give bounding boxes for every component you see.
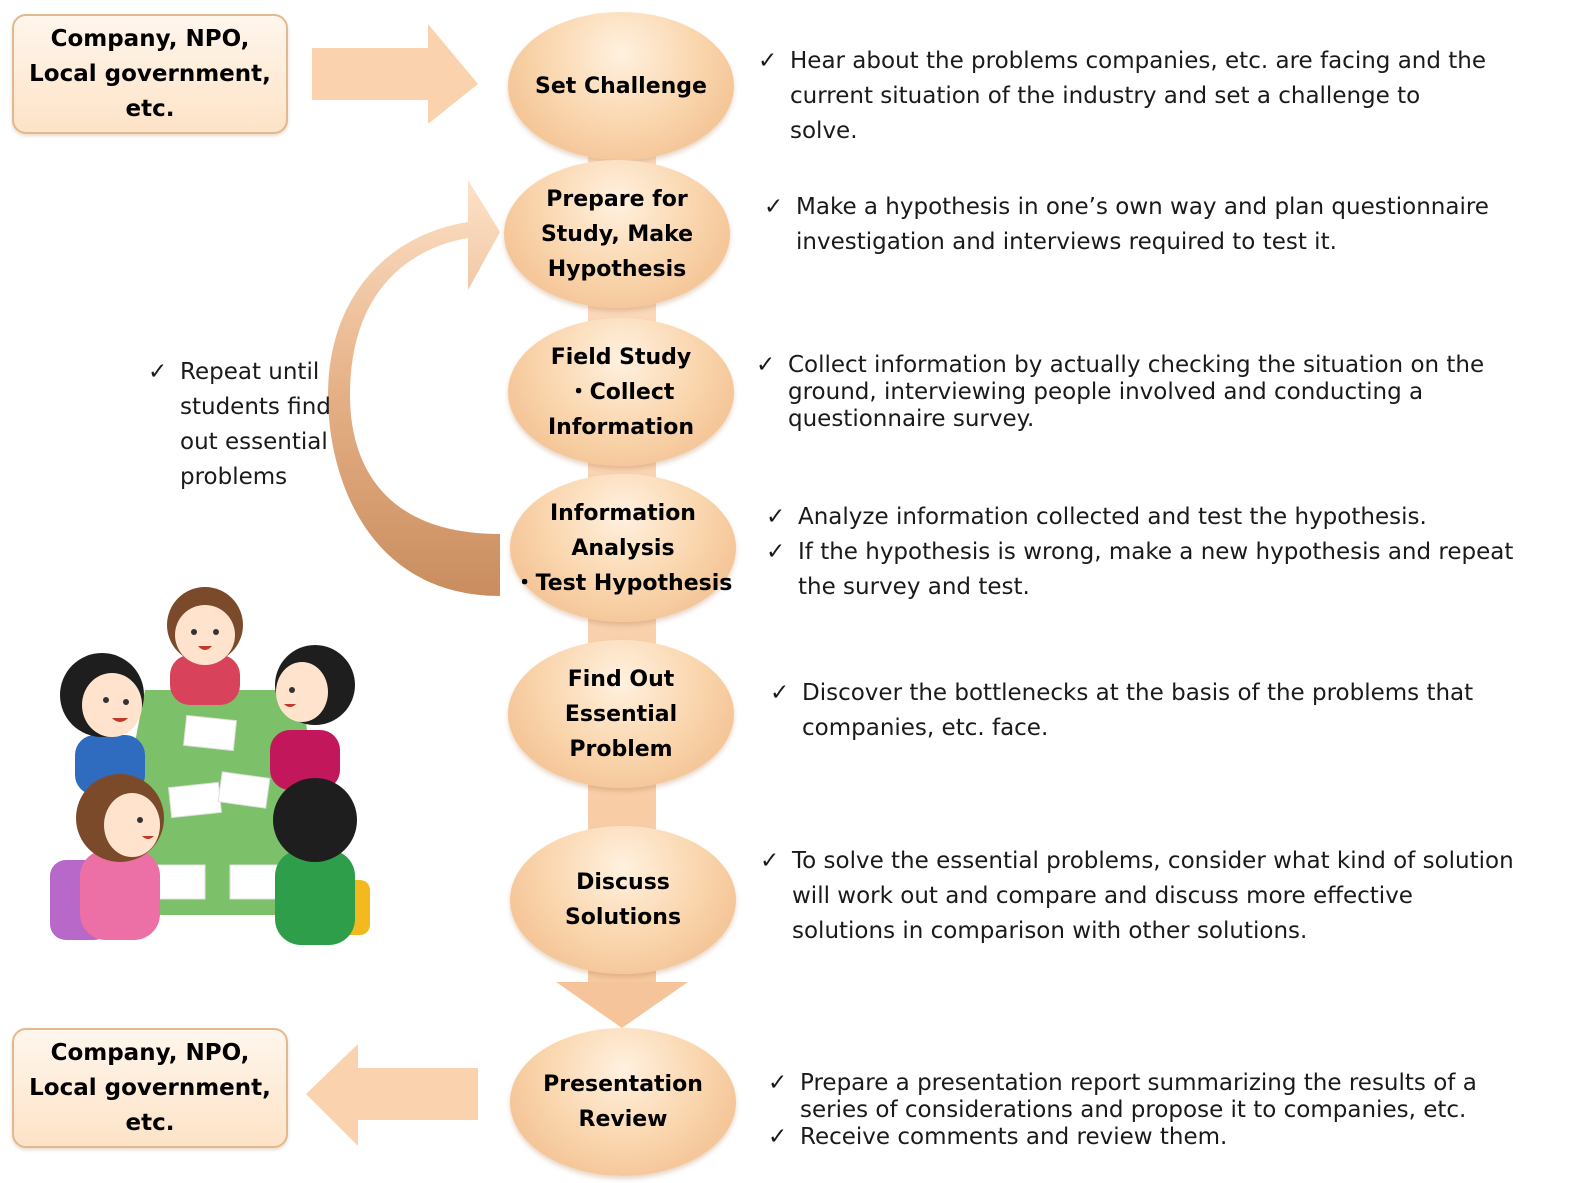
step-description: ✓ Collect information by actually checkin… <box>756 352 1484 433</box>
description-text: Repeat until <box>180 359 320 385</box>
repeat-note: ✓ Repeat until students find out essential p… <box>148 355 331 495</box>
input-arrow <box>312 24 478 124</box>
description-line: the survey and test. <box>766 570 1513 605</box>
checkmark-icon: ✓ <box>148 359 168 385</box>
description-line: ✓ Collect information by actually checkin… <box>756 352 1484 379</box>
description-line: current situation of the industry and se… <box>758 79 1486 114</box>
description-text: problems <box>180 464 288 490</box>
student-right <box>270 645 355 790</box>
description-text: series of considerations and propose it … <box>800 1097 1467 1123</box>
checkmark-icon: ✓ <box>766 504 786 530</box>
step-label: Find Out Essential Problem <box>564 666 678 762</box>
description-line: problems <box>148 460 331 495</box>
step-label: Field Study ・Collect Information <box>548 344 694 440</box>
description-text: out essential <box>180 429 328 455</box>
step-find-essential-problem: Find Out Essential Problem <box>508 640 734 788</box>
step-description: ✓ Discover the bottlenecks at the basis o… <box>770 676 1473 746</box>
description-text: students find <box>180 394 331 420</box>
description-line: ✓ Prepare a presentation report summarizi… <box>768 1070 1477 1097</box>
student-bottom-left <box>50 774 164 940</box>
step-description: ✓ Analyze information collected and test … <box>766 500 1513 605</box>
repeat-loop-arrow <box>328 180 500 596</box>
description-line: solutions in comparison with other solut… <box>760 914 1514 949</box>
students-discussion-illustration <box>50 587 370 945</box>
description-text: the survey and test. <box>798 574 1030 600</box>
step-description: ✓ Make a hypothesis in one’s own way and … <box>764 190 1489 260</box>
step-set-challenge: Set Challenge <box>508 12 734 160</box>
description-line: ✓ Make a hypothesis in one’s own way and … <box>764 190 1489 225</box>
description-text: will work out and compare and discuss mo… <box>792 883 1413 909</box>
step-label: Discuss Solutions <box>564 870 682 930</box>
step-prepare-hypothesis: Prepare for Study, Make Hypothesis <box>504 160 730 308</box>
description-line: ✓ Hear about the problems companies, etc.… <box>758 44 1486 79</box>
description-text: Collect information by actually checking… <box>788 352 1485 378</box>
description-text: Receive comments and review them. <box>800 1124 1228 1150</box>
description-text: Analyze information collected and test t… <box>798 504 1427 530</box>
step-presentation-review: Presentation Review <box>510 1028 736 1176</box>
stakeholder-bottom-label: Company, NPO, Local government, etc. <box>29 1039 271 1136</box>
output-arrow <box>306 1044 478 1146</box>
step-discuss-solutions: Discuss Solutions <box>510 826 736 974</box>
description-line: students find <box>148 390 331 425</box>
description-line: ✓ Repeat until <box>148 355 331 390</box>
step-label: Presentation Review <box>543 1072 703 1132</box>
description-line: ✓ If the hypothesis is wrong, make a new … <box>766 535 1513 570</box>
description-text: investigation and interviews required to… <box>796 229 1337 255</box>
stakeholder-box-top: Company, NPO, Local government, etc. <box>12 14 288 134</box>
description-line: ✓ Analyze information collected and test … <box>766 500 1513 535</box>
description-text: Prepare a presentation report summarizin… <box>800 1070 1477 1096</box>
down-arrow <box>556 982 688 1028</box>
description-text: Make a hypothesis in one’s own way and p… <box>796 194 1489 220</box>
checkmark-icon: ✓ <box>768 1124 788 1150</box>
checkmark-icon: ✓ <box>766 539 786 565</box>
student-left <box>60 653 145 795</box>
description-text: Discover the bottlenecks at the basis of… <box>802 680 1474 706</box>
description-line: ✓ Receive comments and review them. <box>768 1124 1477 1151</box>
description-text: questionnaire survey. <box>788 406 1035 432</box>
description-line: solve. <box>758 114 1486 149</box>
description-text: Hear about the problems companies, etc. … <box>790 48 1487 74</box>
description-line: companies, etc. face. <box>770 711 1473 746</box>
step-information-analysis: Information Analysis ・Test Hypothesis <box>510 474 736 622</box>
description-line: ground, interviewing people involved and… <box>756 379 1484 406</box>
description-line: questionnaire survey. <box>756 406 1484 433</box>
description-text: If the hypothesis is wrong, make a new h… <box>798 539 1514 565</box>
checkmark-icon: ✓ <box>770 680 790 706</box>
description-line: series of considerations and propose it … <box>768 1097 1477 1124</box>
checkmark-icon: ✓ <box>756 352 776 378</box>
checkmark-icon: ✓ <box>768 1070 788 1096</box>
checkmark-icon: ✓ <box>764 194 784 220</box>
checkmark-icon: ✓ <box>760 848 780 874</box>
step-description: ✓ To solve the essential problems, consid… <box>760 844 1514 949</box>
description-line: out essential <box>148 425 331 460</box>
stakeholder-box-bottom: Company, NPO, Local government, etc. <box>12 1028 288 1148</box>
step-description: ✓ Hear about the problems companies, etc.… <box>758 44 1486 149</box>
student-top <box>167 587 243 705</box>
stakeholder-top-label: Company, NPO, Local government, etc. <box>29 25 271 122</box>
description-text: To solve the essential problems, conside… <box>792 848 1514 874</box>
step-description: ✓ Prepare a presentation report summarizi… <box>768 1070 1477 1151</box>
description-text: companies, etc. face. <box>802 715 1049 741</box>
description-text: current situation of the industry and se… <box>790 83 1421 109</box>
student-bottom-right <box>273 778 370 945</box>
step-field-study: Field Study ・Collect Information <box>508 318 734 466</box>
description-line: investigation and interviews required to… <box>764 225 1489 260</box>
step-label: Information Analysis ・Test Hypothesis <box>513 500 733 596</box>
description-text: solutions in comparison with other solut… <box>792 918 1308 944</box>
papers <box>149 714 286 900</box>
description-line: ✓ Discover the bottlenecks at the basis o… <box>770 676 1473 711</box>
step-label: Prepare for Study, Make Hypothesis <box>540 186 694 282</box>
description-line: will work out and compare and discuss mo… <box>760 879 1514 914</box>
description-text: ground, interviewing people involved and… <box>788 379 1424 405</box>
description-text: solve. <box>790 118 858 144</box>
step-label: Set Challenge <box>535 73 707 99</box>
description-line: ✓ To solve the essential problems, consid… <box>760 844 1514 879</box>
checkmark-icon: ✓ <box>758 48 778 74</box>
